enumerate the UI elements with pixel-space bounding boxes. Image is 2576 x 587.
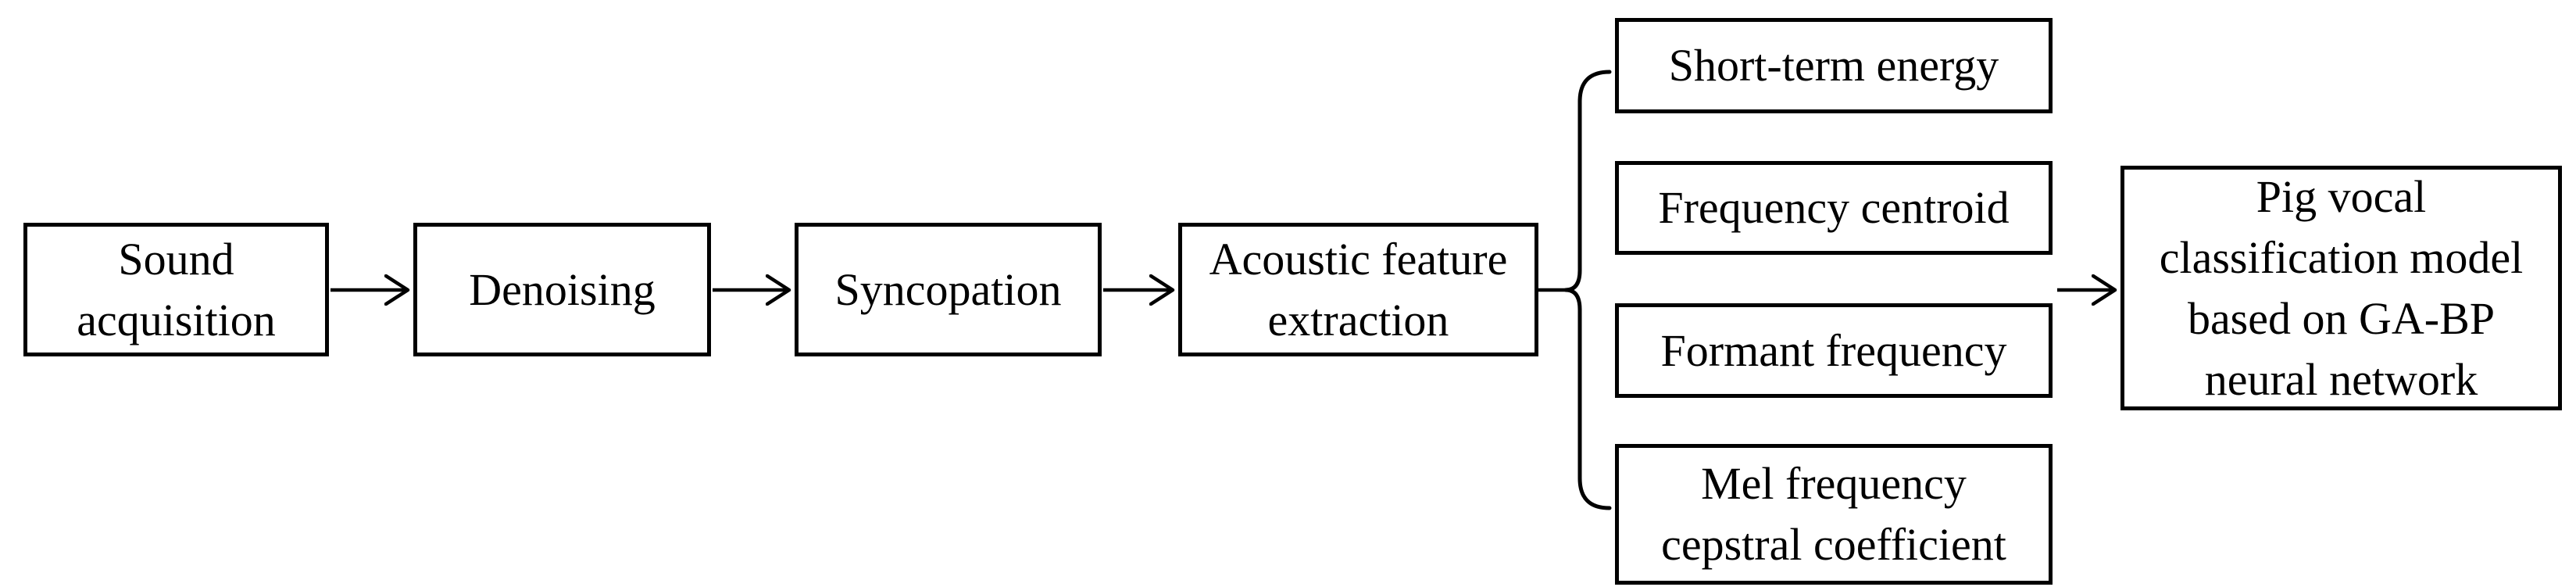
- box-pig-vocal-classification-model: Pig vocal classification model based on …: [2120, 166, 2562, 410]
- box-short-term-energy: Short-term energy: [1615, 18, 2053, 113]
- box-frequency-centroid: Frequency centroid: [1615, 161, 2053, 255]
- box-mel-frequency-cepstral-coefficient: Mel frequency cepstral coefficient: [1615, 444, 2053, 585]
- box-syncopation: Syncopation: [795, 223, 1102, 356]
- box-formant-frequency: Formant frequency: [1615, 303, 2053, 398]
- box-denoising: Denoising: [413, 223, 711, 356]
- box-sound-acquisition: Sound acquisition: [23, 223, 329, 356]
- brace-connector: [1563, 70, 1612, 510]
- box-acoustic-feature-extraction: Acoustic feature extraction: [1178, 223, 1538, 356]
